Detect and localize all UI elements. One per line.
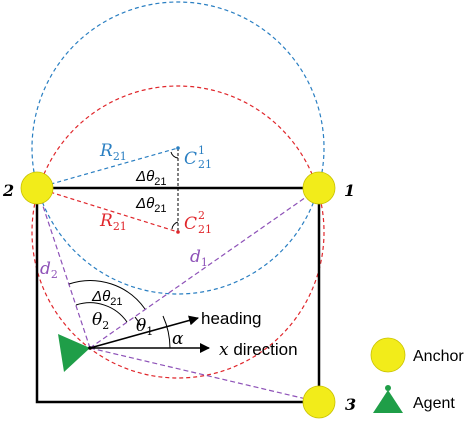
x-direction-label: x direction xyxy=(219,340,298,360)
anchor-2 xyxy=(20,171,54,205)
r21-red-line xyxy=(36,187,179,233)
alpha-label: α xyxy=(172,329,184,349)
alpha-arc xyxy=(162,315,171,349)
dtheta-mid-label: Δθ21 xyxy=(135,195,166,215)
d1-line xyxy=(89,187,320,349)
red-circle xyxy=(31,85,325,379)
r21-blue-label: R21 xyxy=(99,141,127,163)
dtheta-arc-bot xyxy=(171,221,179,230)
blue-circle xyxy=(31,1,325,295)
legend-agent-label: Agent xyxy=(413,395,455,412)
dtheta-arc-agent xyxy=(68,280,146,310)
legend-agent-symbol xyxy=(373,390,403,413)
dtheta-top-label: Δθ21 xyxy=(135,168,166,188)
r21-blue-line xyxy=(36,147,179,189)
c21-2-point xyxy=(176,230,180,234)
anchor-1 xyxy=(302,171,336,205)
d2-line xyxy=(36,187,91,349)
anchor-3-label: 3 xyxy=(345,395,356,414)
agent-marker xyxy=(58,334,90,372)
theta1-arc xyxy=(134,316,142,327)
d3-line xyxy=(89,347,320,403)
agent-center xyxy=(88,346,92,350)
theta2-arc xyxy=(75,302,128,323)
legend-anchor-label: Anchor xyxy=(413,348,464,365)
d2-label: d2 xyxy=(40,259,58,281)
theta2-label: θ2 xyxy=(92,310,109,332)
heading-arrow xyxy=(89,315,199,349)
dtheta-arc-top xyxy=(170,151,179,159)
legend-anchor-symbol xyxy=(370,337,406,373)
d1-label: d1 xyxy=(190,247,208,269)
anchor-2-label: 2 xyxy=(2,181,14,200)
legend-agent-head xyxy=(385,385,391,391)
c21-1-point xyxy=(176,146,180,150)
heading-label: heading xyxy=(201,309,262,328)
anchor-3 xyxy=(302,385,336,419)
theta1-label: θ1 xyxy=(136,316,153,338)
r21-red-label: R21 xyxy=(99,211,127,233)
anchor-1-label: 1 xyxy=(344,181,355,200)
dtheta-agent-label: Δθ21 xyxy=(91,288,122,308)
